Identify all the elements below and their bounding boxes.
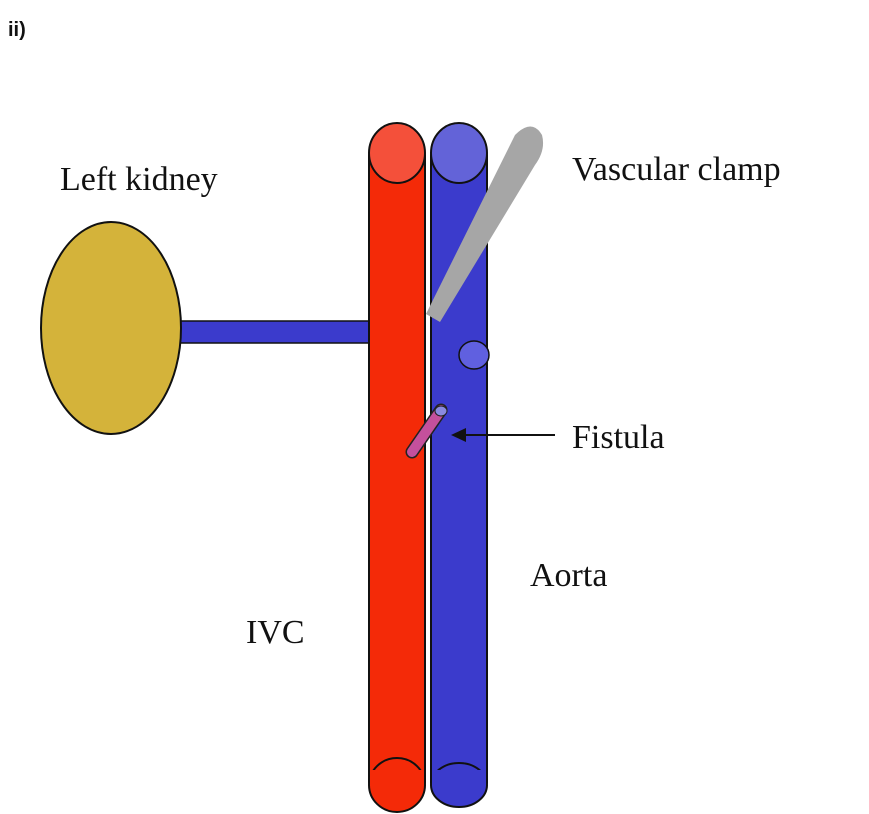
red-vessel-cap-cover <box>370 770 424 786</box>
fistula-end <box>435 406 447 416</box>
red-vessel-body <box>369 153 425 785</box>
left-kidney-shape <box>41 222 181 434</box>
blue-vessel-top <box>431 123 487 183</box>
blue-vessel-cap-cover <box>432 770 486 786</box>
left-renal-vein <box>170 321 372 343</box>
panel-label: ii) <box>8 19 26 41</box>
label-fistula: Fistula <box>572 419 665 456</box>
label-aorta: Aorta <box>530 557 607 594</box>
red-vessel-top <box>369 123 425 183</box>
label-vascular-clamp: Vascular clamp <box>572 151 781 188</box>
label-left-kidney: Left kidney <box>60 161 218 198</box>
vessel-circle-mark <box>459 341 489 369</box>
label-ivc: IVC <box>246 614 305 651</box>
